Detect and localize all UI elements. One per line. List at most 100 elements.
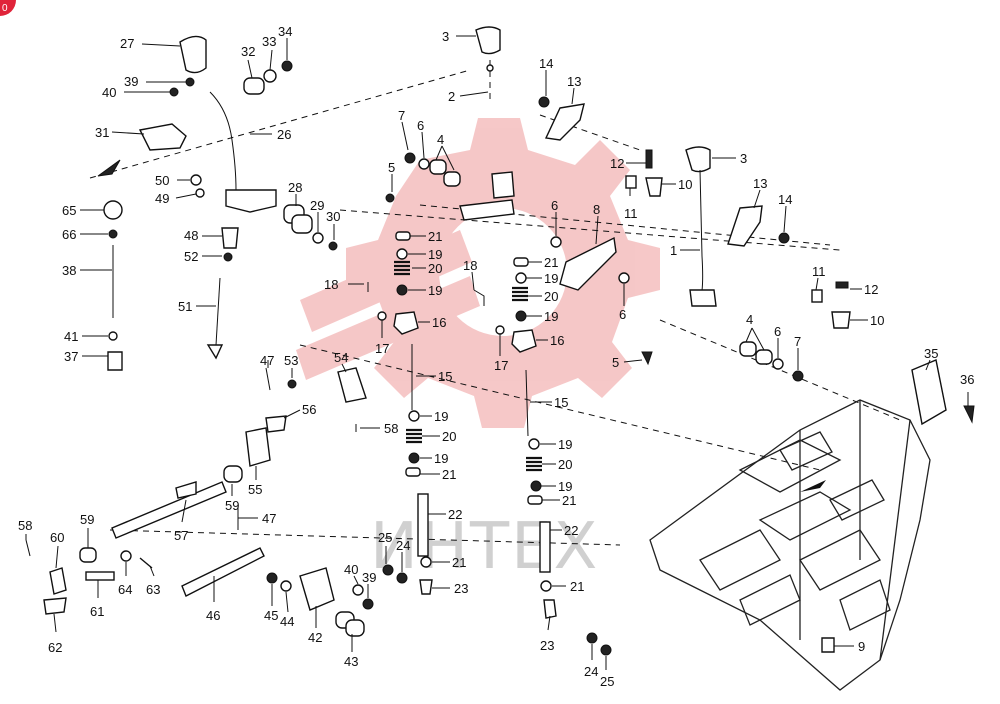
callout-4-right: 4 — [746, 312, 753, 327]
callout-21-b: 21 — [544, 255, 558, 270]
callout-15-a: 15 — [438, 369, 452, 384]
callout-46: 46 — [206, 608, 220, 623]
callout-58-mid: 58 — [384, 421, 398, 436]
callout-56: 56 — [302, 402, 316, 417]
callout-5-top: 5 — [388, 160, 395, 175]
callout-16-b: 16 — [550, 333, 564, 348]
callout-24-bottom: 24 — [584, 664, 598, 679]
callout-19-a: 19 — [428, 247, 442, 262]
callout-65: 65 — [62, 203, 76, 218]
callout-19-e: 19 — [434, 409, 448, 424]
callout-25-bottom: 25 — [600, 674, 614, 689]
callout-33: 33 — [262, 34, 276, 49]
callout-13-top: 13 — [567, 74, 581, 89]
callout-34: 34 — [278, 24, 292, 39]
callout-3-right: 3 — [740, 151, 747, 166]
callout-59-mid: 59 — [225, 498, 239, 513]
callout-62: 62 — [48, 640, 62, 655]
callout-21-d: 21 — [562, 493, 576, 508]
callout-18-b: 18 — [463, 258, 477, 273]
callout-19-c: 19 — [544, 271, 558, 286]
callout-30: 30 — [326, 209, 340, 224]
callout-50: 50 — [155, 173, 169, 188]
callout-20-a: 20 — [428, 261, 442, 276]
callout-27: 27 — [120, 36, 134, 51]
arrow-indicator — [800, 480, 826, 492]
corner-badge — [0, 0, 16, 16]
callout-63: 63 — [146, 582, 160, 597]
callout-39: 39 — [124, 74, 138, 89]
callout-10-top: 10 — [678, 177, 692, 192]
callout-1: 1 — [670, 243, 677, 258]
callout-24-mid: 24 — [396, 538, 410, 553]
callout-17-b: 17 — [494, 358, 508, 373]
callout-7-top: 7 — [398, 108, 405, 123]
corner-badge-glyph: 0 — [2, 3, 8, 14]
callout-52: 52 — [184, 249, 198, 264]
callout-47-mid: 47 — [262, 511, 276, 526]
leader-lines — [25, 35, 969, 670]
callout-6-mid: 6 — [551, 198, 558, 213]
transmission-housing — [649, 399, 931, 691]
callout-36: 36 — [960, 372, 974, 387]
callout-35: 35 — [924, 346, 938, 361]
callout-61: 61 — [90, 604, 104, 619]
callout-16-a: 16 — [432, 315, 446, 330]
callout-20-d: 20 — [558, 457, 572, 472]
callout-22-a: 22 — [448, 507, 462, 522]
callout-12-right: 12 — [864, 282, 878, 297]
callout-42: 42 — [308, 630, 322, 645]
callout-6-right: 6 — [619, 307, 626, 322]
callout-32: 32 — [241, 44, 255, 59]
callout-6-top: 6 — [417, 118, 424, 133]
callout-18-a: 18 — [324, 277, 338, 292]
callout-57: 57 — [174, 528, 188, 543]
callout-19-g: 19 — [558, 437, 572, 452]
callout-19-h: 19 — [558, 479, 572, 494]
callout-55: 55 — [248, 482, 262, 497]
callout-41: 41 — [64, 329, 78, 344]
callout-22-b: 22 — [564, 523, 578, 538]
callout-6-far-right: 6 — [774, 324, 781, 339]
callout-49: 49 — [155, 191, 169, 206]
callout-39-mid: 39 — [362, 570, 376, 585]
callout-43: 43 — [344, 654, 358, 669]
part-shapes — [25, 26, 975, 656]
callout-60: 60 — [50, 530, 64, 545]
callout-11-top: 11 — [624, 206, 638, 221]
callout-48: 48 — [184, 228, 198, 243]
callout-21-a: 21 — [428, 229, 442, 244]
callout-23-a: 23 — [454, 581, 468, 596]
callout-7-right: 7 — [794, 334, 801, 349]
callout-20-c: 20 — [442, 429, 456, 444]
callout-40: 40 — [102, 85, 116, 100]
callout-19-d: 19 — [544, 309, 558, 324]
callout-2: 2 — [448, 89, 455, 104]
callout-25-mid: 25 — [378, 530, 392, 545]
callout-21-f: 21 — [570, 579, 584, 594]
callout-53: 53 — [284, 353, 298, 368]
callout-19-f: 19 — [434, 451, 448, 466]
callout-37: 37 — [64, 349, 78, 364]
callout-28: 28 — [288, 180, 302, 195]
callout-4-top: 4 — [437, 132, 444, 147]
callout-14-top: 14 — [539, 56, 553, 71]
callout-20-b: 20 — [544, 289, 558, 304]
watermark-gear-logo — [296, 118, 660, 428]
callout-59-left: 59 — [80, 512, 94, 527]
callout-58-left: 58 — [18, 518, 32, 533]
callout-66: 66 — [62, 227, 76, 242]
callout-15-b: 15 — [554, 395, 568, 410]
callout-29: 29 — [310, 198, 324, 213]
callout-47-top: 47 — [260, 353, 274, 368]
callout-14-right: 14 — [778, 192, 792, 207]
callout-21-c: 21 — [442, 467, 456, 482]
callout-9: 9 — [858, 639, 865, 654]
callout-21-e: 21 — [452, 555, 466, 570]
callout-54: 54 — [334, 350, 348, 365]
callout-8: 8 — [593, 202, 600, 217]
callout-5-mid: 5 — [612, 355, 619, 370]
callout-40-mid: 40 — [344, 562, 358, 577]
callout-45: 45 — [264, 608, 278, 623]
